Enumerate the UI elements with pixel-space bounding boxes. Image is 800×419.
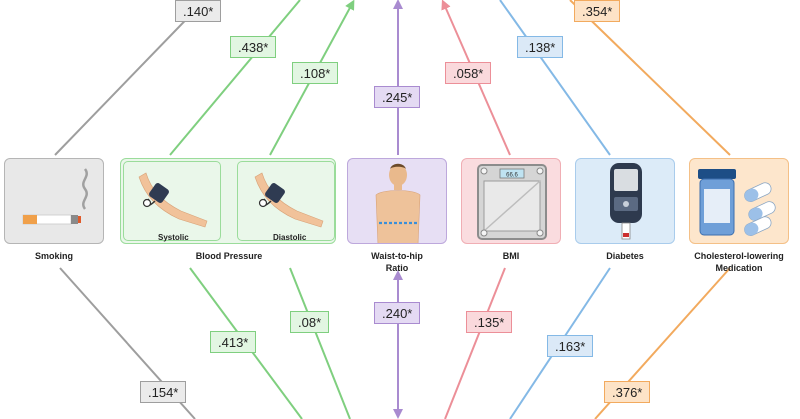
coef-smoking-bottom: .154* [140,381,187,403]
diastolic-label: Diastolic [273,233,307,242]
cholesterol-medication-label: Cholesterol-lowering Medication [694,251,784,273]
diabetes-label: Diabetes [606,251,644,261]
smoking-card [4,158,104,244]
path-smoking-top [54,0,206,156]
diabetes-card [575,158,675,244]
diastolic-panel [237,161,335,241]
glucose-meter-icon [610,163,642,240]
waist-to-hip-card [347,158,447,244]
blood-pressure-card: Systolic Diastolic [120,158,336,244]
systolic-panel [123,161,221,241]
coef-smoking-top: .140* [175,0,222,22]
coef-diastolic-top: .108* [292,62,339,84]
body-measurement-icon [375,163,421,243]
pill-bottle-icon [698,169,776,236]
coef-systolic-top: .438* [230,36,277,58]
blood-pressure-label: Blood Pressure [195,251,263,261]
bmi-card: 66.6 [461,158,561,244]
path-diabetes-top [499,0,611,156]
path-bmi-bottom [444,267,506,419]
coef-diabetes-top: .138* [517,36,564,58]
path-systolic-top [169,0,301,156]
coef-diabetes-bottom: .163* [547,335,594,357]
bmi-label: BMI [502,251,520,261]
coef-waist-top: .245* [374,86,421,108]
cigarette-icon [22,168,88,225]
cholesterol-medication-card [689,158,789,244]
coef-cholesterol-top: .354* [574,0,621,22]
waist-to-hip-label: Waist-to-hip Ratio [371,251,423,273]
coef-waist-bottom: .240* [374,302,421,324]
smoking-label: Smoking [34,251,73,261]
path-diastolic-bottom [289,267,351,419]
scale-readout: 66.6 [506,173,518,179]
coef-bmi-top: .058* [445,62,492,84]
coef-cholesterol-bottom: .376* [604,381,651,403]
coef-bmi-bottom: .135* [466,311,513,333]
path-cholesterol-top [569,0,731,156]
systolic-label: Systolic [158,233,189,242]
coef-diastolic-bottom: .08* [290,311,330,333]
scale-icon: 66.6 [477,164,547,240]
blood-pressure-cuff-icon [138,172,324,228]
coef-systolic-bottom: .413* [210,331,257,353]
